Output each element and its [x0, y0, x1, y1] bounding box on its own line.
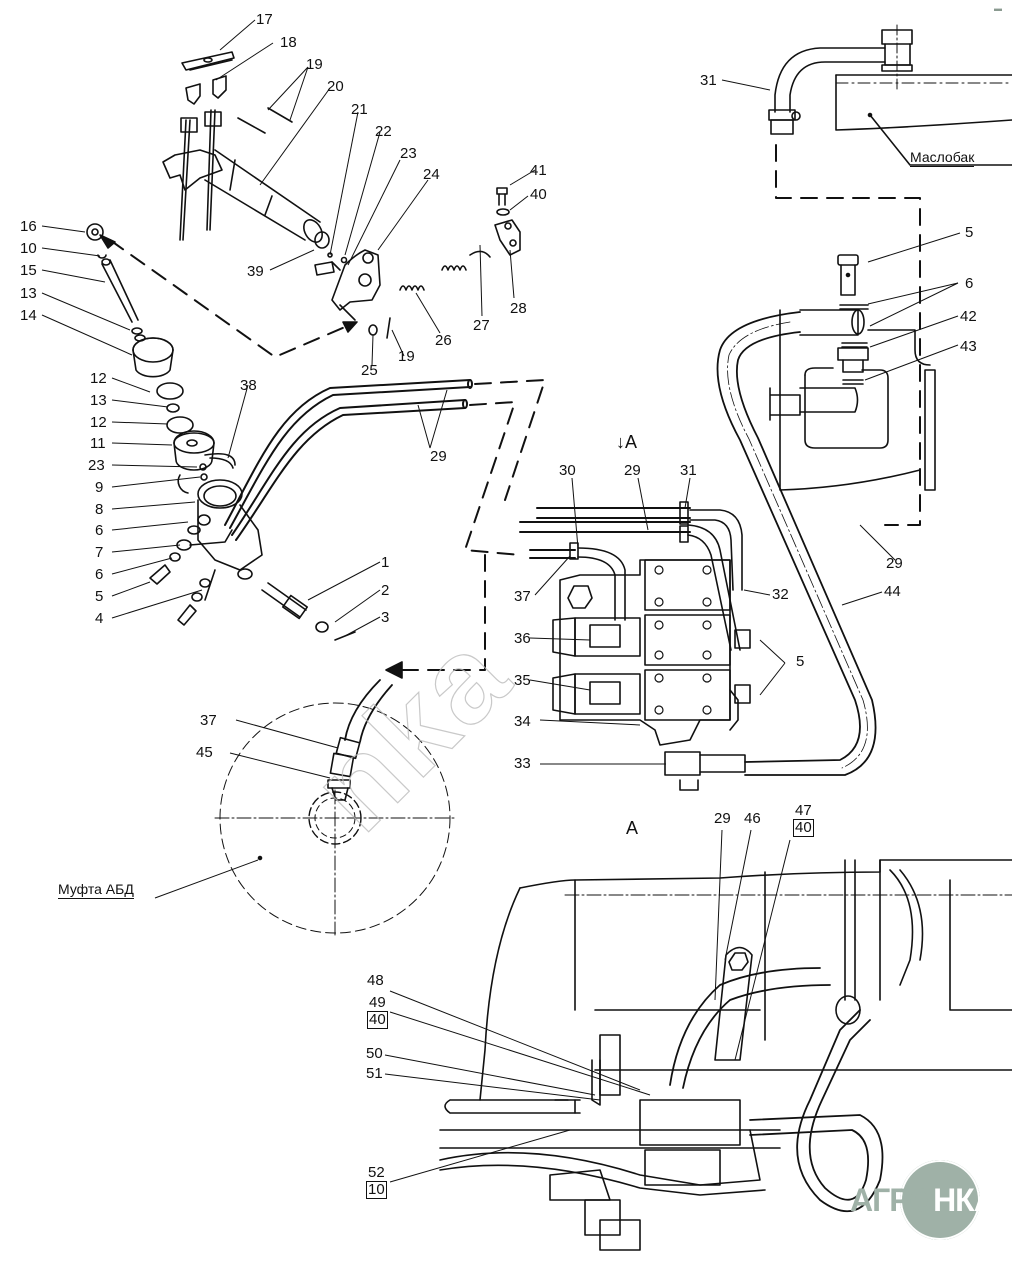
callout-32: 32 [772, 586, 789, 603]
view-a-assembly [439, 859, 1012, 1251]
callout-23: 23 [400, 145, 417, 162]
callout-14: 14 [20, 307, 37, 324]
callout-40: 40 [530, 186, 547, 203]
callout-36: 36 [514, 630, 531, 647]
callout-31a: 31 [700, 72, 717, 89]
callout-6a: 6 [95, 522, 104, 539]
callout-2: 2 [381, 582, 390, 599]
callout-5b: 5 [965, 224, 974, 241]
callout-50: 50 [366, 1045, 383, 1062]
oil-tank [768, 24, 1012, 166]
callout-4: 4 [95, 610, 104, 627]
callout-20: 20 [327, 78, 344, 95]
agronka-logo: АГРОНКА [850, 1160, 1000, 1240]
callout-41: 41 [530, 162, 547, 179]
corner-mark-icon: ▬ [994, 4, 1002, 13]
view-letter-a: A [626, 818, 639, 838]
callout-13: 13 [20, 285, 37, 302]
callout-46: 46 [744, 810, 761, 827]
callout-3: 3 [381, 609, 390, 626]
callout-52-10-den: 10 [366, 1181, 387, 1199]
callout-44: 44 [884, 583, 901, 600]
callout-47-40-den: 40 [793, 819, 814, 837]
callout-8: 8 [95, 501, 104, 518]
logo-text: АГРОНКА [850, 1182, 997, 1219]
callout-10: 10 [20, 240, 37, 257]
callout-18: 18 [280, 34, 297, 51]
coupling-assembly [214, 679, 456, 936]
callout-37b: 37 [200, 712, 217, 729]
callout-42: 42 [960, 308, 977, 325]
logo-text-right: НКА [933, 1182, 997, 1218]
callout-17: 17 [256, 11, 273, 28]
callout-6b: 6 [95, 566, 104, 583]
shift-fork-assembly [162, 51, 330, 249]
callout-29b: 29 [624, 462, 641, 479]
callout-47-40-num: 47 [793, 802, 814, 820]
callout-30: 30 [559, 462, 576, 479]
callout-5a: 5 [95, 588, 104, 605]
callout-7: 7 [95, 544, 104, 561]
callout-37a: 37 [514, 588, 531, 605]
callout-51: 51 [366, 1065, 383, 1082]
callout-25: 25 [361, 362, 378, 379]
callout-49-40-den: 40 [367, 1011, 388, 1029]
hose-44 [716, 311, 877, 776]
callout-49-40: 49 40 [367, 995, 388, 1029]
callout-19b: 19 [398, 348, 415, 365]
callout-29c: 29 [886, 555, 903, 572]
callout-21: 21 [351, 101, 368, 118]
logo-text-left: АГРО [850, 1182, 934, 1218]
callout-19: 19 [306, 56, 323, 73]
callout-15: 15 [20, 262, 37, 279]
callout-38: 38 [240, 377, 257, 394]
coupling-label: Муфта АБД [58, 881, 134, 899]
callout-43: 43 [960, 338, 977, 355]
callout-47-40: 47 40 [793, 803, 814, 837]
lever-assembly [314, 187, 521, 339]
callout-33: 33 [514, 755, 531, 772]
view-arrow-label: ↓A [616, 432, 638, 452]
callout-16: 16 [20, 218, 37, 235]
banjo-fitting [769, 254, 936, 491]
callout-28: 28 [510, 300, 527, 317]
callout-48: 48 [367, 972, 384, 989]
pipes-29-upper [224, 379, 473, 541]
callout-29a: 29 [430, 448, 447, 465]
callout-31b: 31 [680, 462, 697, 479]
callout-45: 45 [196, 744, 213, 761]
logo-circle [900, 1160, 980, 1240]
callout-24: 24 [423, 166, 440, 183]
callout-39: 39 [247, 263, 264, 280]
callout-52-10: 52 10 [366, 1165, 387, 1199]
callout-5c: 5 [796, 653, 805, 670]
callout-9: 9 [95, 479, 104, 496]
callout-12b: 12 [90, 414, 107, 431]
callout-52-10-num: 52 [366, 1164, 387, 1182]
callout-34: 34 [514, 713, 531, 730]
leader-lines [41, 19, 961, 1183]
callout-27: 27 [473, 317, 490, 334]
callout-11: 11 [90, 435, 106, 452]
callout-22: 22 [375, 123, 392, 140]
callout-49-40-num: 49 [367, 994, 388, 1012]
oil-tank-label: Маслобак [910, 149, 975, 167]
callout-29d: 29 [714, 810, 731, 827]
callout-6c: 6 [965, 275, 974, 292]
callout-1: 1 [381, 554, 390, 571]
callout-26: 26 [435, 332, 452, 349]
valve-stack [86, 223, 356, 641]
callout-12a: 12 [90, 370, 107, 387]
callout-35: 35 [514, 672, 531, 689]
callout-13b: 13 [90, 392, 107, 409]
valve-block [519, 501, 751, 791]
callout-23b: 23 [88, 457, 105, 474]
